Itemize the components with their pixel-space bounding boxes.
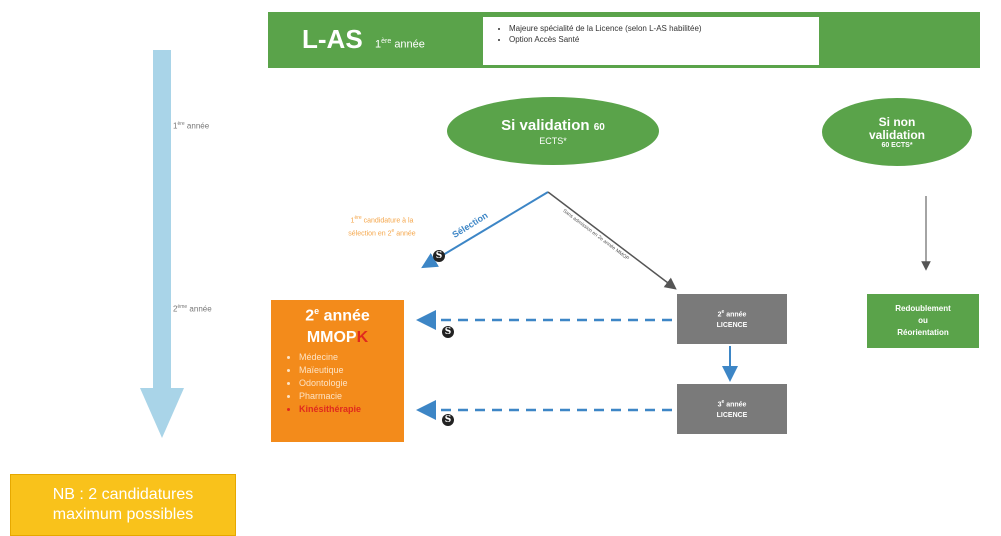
non-validation-ellipse: Si non validation 60 ECTS* [822, 98, 972, 166]
las-title: L-AS [302, 24, 363, 54]
las-bullet: Majeure spécialité de la Licence (selon … [509, 23, 819, 34]
mmopk-item-highlight: Kinésithérapie [299, 403, 404, 416]
timeline-year2-label: 2ème année [173, 304, 212, 314]
candidature-note: 1ère candidature à la sélection en 2e an… [348, 215, 416, 238]
validation-ellipse: Si validation 60 ECTS* [447, 97, 659, 165]
licence-year2-box: 2e année LICENCE [677, 294, 787, 344]
nb-note: NB : 2 candidatures maximum possibles [10, 474, 236, 536]
licence-year3-box: 3e année LICENCE [677, 384, 787, 434]
redoublement-box: Redoublement ou Réorientation [867, 294, 979, 348]
timeline-arrow [140, 50, 184, 438]
mmopk-acronym: MMOPK [306, 329, 369, 347]
las-year: 1ère année [375, 38, 425, 51]
las-description-box: Majeure spécialité de la Licence (selon … [482, 16, 820, 66]
timeline-year1-label: 1ère année [173, 121, 210, 131]
admission-arrow [547, 191, 677, 290]
selection-icon: S [433, 250, 445, 262]
selection-arrow [421, 191, 549, 269]
selection-icon: S [442, 326, 454, 338]
mmopk-title: 2e année [305, 306, 370, 325]
mmopk-item: Maïeutique [299, 364, 404, 377]
las-bullet: Option Accès Santé [509, 34, 819, 45]
selection-icon: S [442, 414, 454, 426]
mmopk-item: Médecine [299, 351, 404, 364]
mmopk-item: Odontologie [299, 377, 404, 390]
mmopk-box: 2e année MMOPK Médecine Maïeutique Odont… [271, 300, 404, 442]
mmopk-item: Pharmacie [299, 390, 404, 403]
